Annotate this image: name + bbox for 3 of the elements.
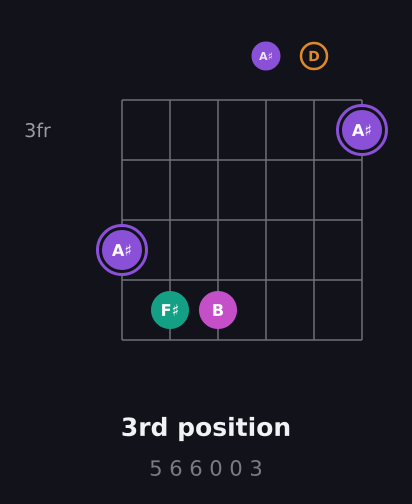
title: 3rd position bbox=[122, 416, 290, 442]
fingering: 5 6 6 0 0 3 bbox=[150, 460, 262, 476]
fret-number: 3fr bbox=[26, 122, 51, 138]
